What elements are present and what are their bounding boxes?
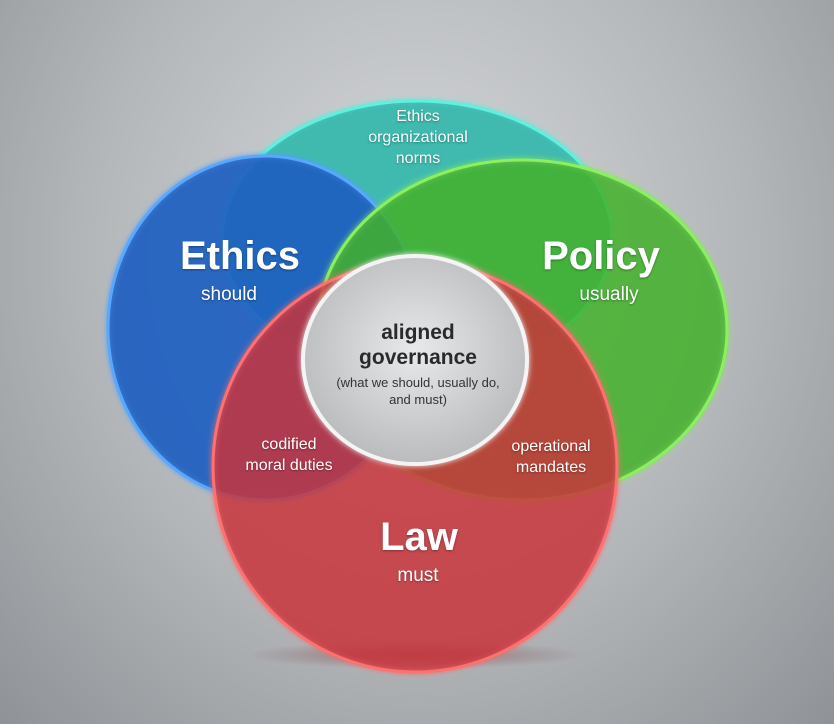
- center-caption: (what we should, usually do, and must): [336, 374, 499, 408]
- top-label-line: organizational: [368, 129, 468, 146]
- center-title-line: governance: [359, 346, 477, 369]
- top-label-line: Ethics: [396, 108, 440, 125]
- center-caption-line: and must): [389, 392, 447, 407]
- overlap-label-line: codified: [261, 436, 317, 453]
- ethics-title: Ethics: [179, 234, 301, 278]
- policy-subtitle: usually: [579, 284, 639, 305]
- center-caption-line: (what we should, usually do,: [336, 375, 500, 390]
- ethics-law-overlap-label: codified moral duties: [245, 434, 332, 476]
- center-title-line: aligned: [381, 321, 455, 344]
- overlap-label-line: operational: [511, 438, 591, 455]
- law-title: Law: [380, 515, 458, 559]
- overlap-label-line: mandates: [515, 459, 587, 476]
- policy-law-overlap-label: operational mandates: [511, 436, 590, 478]
- center-circle: [301, 254, 529, 466]
- overlap-label-line: moral duties: [245, 457, 333, 474]
- top-label-line: norms: [395, 150, 441, 167]
- ethics-subtitle: should: [201, 284, 257, 305]
- top-overlap-label: Ethics organizational norms: [368, 106, 468, 169]
- center-title: aligned governance: [359, 320, 477, 370]
- law-subtitle: must: [397, 565, 439, 586]
- policy-title: Policy: [542, 234, 660, 278]
